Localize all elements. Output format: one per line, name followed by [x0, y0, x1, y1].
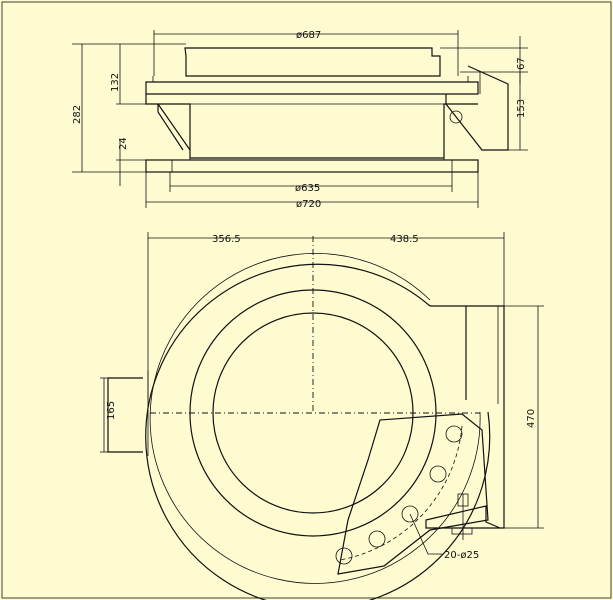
dim-w356: 356.5 — [212, 234, 241, 245]
dim-w438: 438.5 — [390, 234, 419, 245]
dim-h24: 24 — [118, 137, 129, 150]
dim-h165: 165 — [106, 401, 117, 420]
elevation-view: ø687 ø635 ø720 282 132 24 67 153 — [72, 30, 528, 210]
plan-view: 356.5 438.5 165 470 20-ø25 — [100, 232, 544, 600]
left-gusset — [157, 103, 191, 151]
right-lug — [430, 305, 505, 529]
bolt-hole — [368, 530, 386, 548]
dim-h153: 153 — [516, 99, 527, 118]
top-plate — [184, 47, 441, 77]
dim-d635: ø635 — [295, 183, 320, 194]
outer-ring — [145, 263, 491, 600]
bolt-hole — [401, 505, 419, 523]
right-bracket — [445, 65, 509, 151]
body-shell — [145, 81, 479, 95]
dim-h132: 132 — [110, 73, 121, 92]
base-flange — [145, 159, 479, 173]
dim-h470: 470 — [526, 409, 537, 428]
bolt-bracket — [425, 505, 501, 529]
dim-d687: ø687 — [296, 30, 321, 41]
bolt-hole — [429, 465, 447, 483]
dim-h67: 67 — [516, 57, 527, 70]
bolt-hole — [335, 547, 353, 565]
dim-h282: 282 — [72, 105, 83, 124]
label-holes: 20-ø25 — [444, 550, 479, 561]
section-cutaway — [337, 413, 489, 575]
bolt-hole — [445, 425, 463, 443]
left-nozzle — [107, 377, 143, 453]
dim-d720: ø720 — [296, 199, 321, 210]
